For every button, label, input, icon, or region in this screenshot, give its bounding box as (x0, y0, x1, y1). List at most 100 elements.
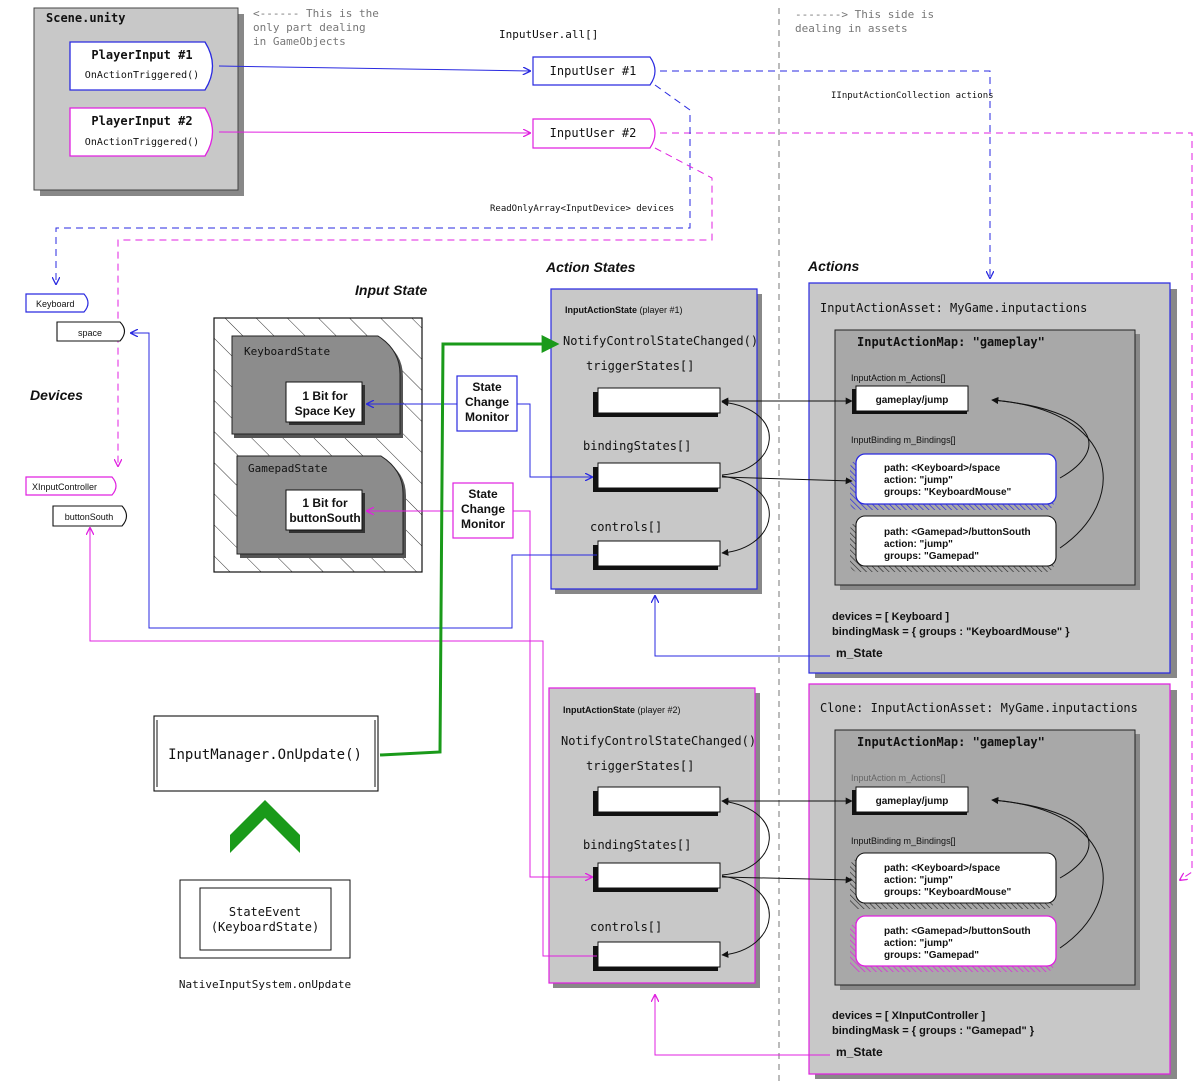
actions-title: Actions (807, 258, 860, 274)
input-state-title: Input State (355, 282, 428, 298)
asset-2-action-label: gameplay/jump (876, 796, 949, 807)
asset-1-binding-2-groups: groups: "Gamepad" (884, 551, 979, 562)
device-xinput-label: XInputController (32, 482, 97, 492)
note-right-line-1: -------> This side is (795, 8, 934, 21)
asset-1-binding-1-action: action: "jump" (884, 475, 953, 486)
p2-notify-label: NotifyControlStateChanged() (561, 734, 756, 748)
p2-curve-2 (721, 875, 770, 958)
asset-1-action-jump[interactable]: gameplay/jump (852, 385, 969, 414)
asset-2-binding-gamepad[interactable]: path: <Gamepad>/buttonSouth action: "jum… (850, 915, 1057, 972)
input-user-array-label: InputUser.all[] (499, 28, 598, 41)
p1-curve-2 (721, 475, 770, 556)
link-state1 (655, 596, 830, 657)
input-user-1[interactable]: InputUser #1 (532, 56, 656, 86)
p2-binding-slot[interactable] (593, 862, 721, 892)
state-event-line-2: (KeyboardState) (211, 920, 319, 934)
p1-state-label: InputActionState (player #1) (565, 305, 683, 315)
asset-2-binding-2-action: action: "jump" (884, 938, 953, 949)
asset-1-action-label: gameplay/jump (876, 395, 949, 406)
asset-1-devices: devices = [ Keyboard ] (832, 611, 949, 623)
gamepad-state-label: GamepadState (248, 462, 327, 475)
asset-1-mask: bindingMask = { groups : "KeyboardMouse"… (832, 626, 1070, 638)
input-state-panel: KeyboardState 1 Bit for Space Key Gamepa… (213, 317, 423, 573)
asset-1-binding-2-action: action: "jump" (884, 539, 953, 550)
input-manager-label: InputManager.OnUpdate() (168, 747, 362, 763)
link-user2-devices (118, 147, 713, 466)
asset-2-title: Clone: InputActionAsset: MyGame.inputact… (820, 701, 1138, 715)
device-keyboard[interactable]: Keyboard (25, 293, 89, 313)
asset-1-bindings-label: InputBinding m_Bindings[] (851, 435, 956, 445)
p1-binding-slot[interactable] (593, 462, 721, 492)
p2-curve-1 (721, 798, 770, 876)
asset-2-mask: bindingMask = { groups : "Gamepad" } (832, 1025, 1035, 1037)
asset-2-binding-keyboard[interactable]: path: <Keyboard>/space action: "jump" gr… (850, 852, 1057, 909)
south-bit-line-1: 1 Bit for (302, 496, 348, 510)
asset-2: Clone: InputActionAsset: MyGame.inputact… (808, 683, 1177, 1079)
state-change-monitor-1[interactable]: State Change Monitor (456, 375, 518, 432)
state-event-line-1: StateEvent (229, 905, 301, 919)
asset-1-binding-keyboard[interactable]: path: <Keyboard>/space action: "jump" gr… (850, 453, 1057, 510)
link-p1-binding-binding (721, 476, 853, 485)
green-update-arrow (379, 335, 560, 757)
p2-trigger-label: triggerStates[] (586, 759, 694, 773)
asset-2-curve-2 (991, 797, 1104, 949)
asset-2-binding-2-path: path: <Gamepad>/buttonSouth (884, 926, 1031, 937)
p2-trigger-slot[interactable] (593, 786, 721, 816)
p2-controls-label: controls[] (590, 920, 662, 934)
note-left-line-3: in GameObjects (253, 35, 346, 48)
scene-panel: Scene.unity PlayerInput #1 OnActionTrigg… (33, 7, 244, 196)
asset-1-title: InputActionAsset: MyGame.inputactions (820, 301, 1087, 315)
p1-controls-label: controls[] (590, 520, 662, 534)
space-bit-line-2: Space Key (295, 404, 356, 418)
asset-1-state: m_State (836, 646, 883, 660)
monitor-1-line-2: Change (465, 395, 509, 409)
asset-2-state: m_State (836, 1045, 883, 1059)
monitor-1-line-3: Monitor (465, 410, 509, 424)
control-space[interactable]: space (56, 321, 126, 342)
p1-trigger-slot[interactable] (593, 387, 721, 417)
native-update-label: NativeInputSystem.onUpdate (179, 978, 351, 991)
control-space-label: space (78, 328, 102, 338)
player-input-2-title: PlayerInput #2 (91, 114, 192, 128)
input-user-2[interactable]: InputUser #2 (532, 118, 656, 149)
link-user1-devices (56, 84, 691, 284)
link-controls1-space (131, 333, 597, 629)
state-event-box: StateEvent (KeyboardState) (179, 879, 351, 959)
note-gameobjects: <------ This is the only part dealing in… (253, 7, 379, 48)
arrow-player2-user2 (218, 132, 530, 133)
asset-1-binding-gamepad[interactable]: path: <Gamepad>/buttonSouth action: "jum… (850, 515, 1057, 572)
control-button-south-label: buttonSouth (65, 512, 114, 522)
player-input-1[interactable]: PlayerInput #1 OnActionTriggered() (69, 41, 214, 91)
p1-trigger-label: triggerStates[] (586, 359, 694, 373)
player-input-1-title: PlayerInput #1 (91, 48, 192, 62)
monitor-1-line-1: State (472, 380, 502, 394)
device-xinput[interactable]: XInputController (25, 476, 117, 496)
input-user-1-label: InputUser #1 (550, 64, 637, 78)
asset-1-actions-label: InputAction m_Actions[] (851, 373, 946, 383)
p2-controls-slot[interactable] (593, 941, 721, 971)
asset-1-binding-2-path: path: <Gamepad>/buttonSouth (884, 527, 1031, 538)
asset-1-binding-1-groups: groups: "KeyboardMouse" (884, 487, 1012, 498)
link-monitor1-binding (517, 403, 592, 477)
input-manager-box[interactable]: InputManager.OnUpdate() (153, 715, 379, 792)
p1-controls-slot[interactable] (593, 540, 721, 570)
link-user2-actions (660, 132, 1193, 880)
control-button-south[interactable]: buttonSouth (52, 505, 128, 527)
player-input-2[interactable]: PlayerInput #2 OnActionTriggered() (69, 107, 214, 157)
p1-curve-1 (721, 399, 770, 476)
link-controls2-south (90, 528, 597, 957)
p2-state-label: InputActionState (player #2) (563, 705, 681, 715)
player-input-1-method: OnActionTriggered() (85, 70, 199, 81)
note-left-line-1: <------ This is the (253, 7, 379, 20)
note-assets: -------> This side is dealing in assets (795, 8, 934, 35)
monitor-2-line-2: Change (461, 502, 505, 516)
link-state2 (655, 995, 830, 1056)
note-right-line-2: dealing in assets (795, 22, 908, 35)
player-input-2-method: OnActionTriggered() (85, 137, 199, 148)
input-user-2-label: InputUser #2 (550, 126, 637, 140)
asset-1-curve-2 (991, 397, 1104, 549)
state-change-monitor-2[interactable]: State Change Monitor (452, 482, 514, 539)
p1-notify-label: NotifyControlStateChanged() (563, 334, 758, 348)
asset-2-action-jump[interactable]: gameplay/jump (852, 786, 969, 815)
